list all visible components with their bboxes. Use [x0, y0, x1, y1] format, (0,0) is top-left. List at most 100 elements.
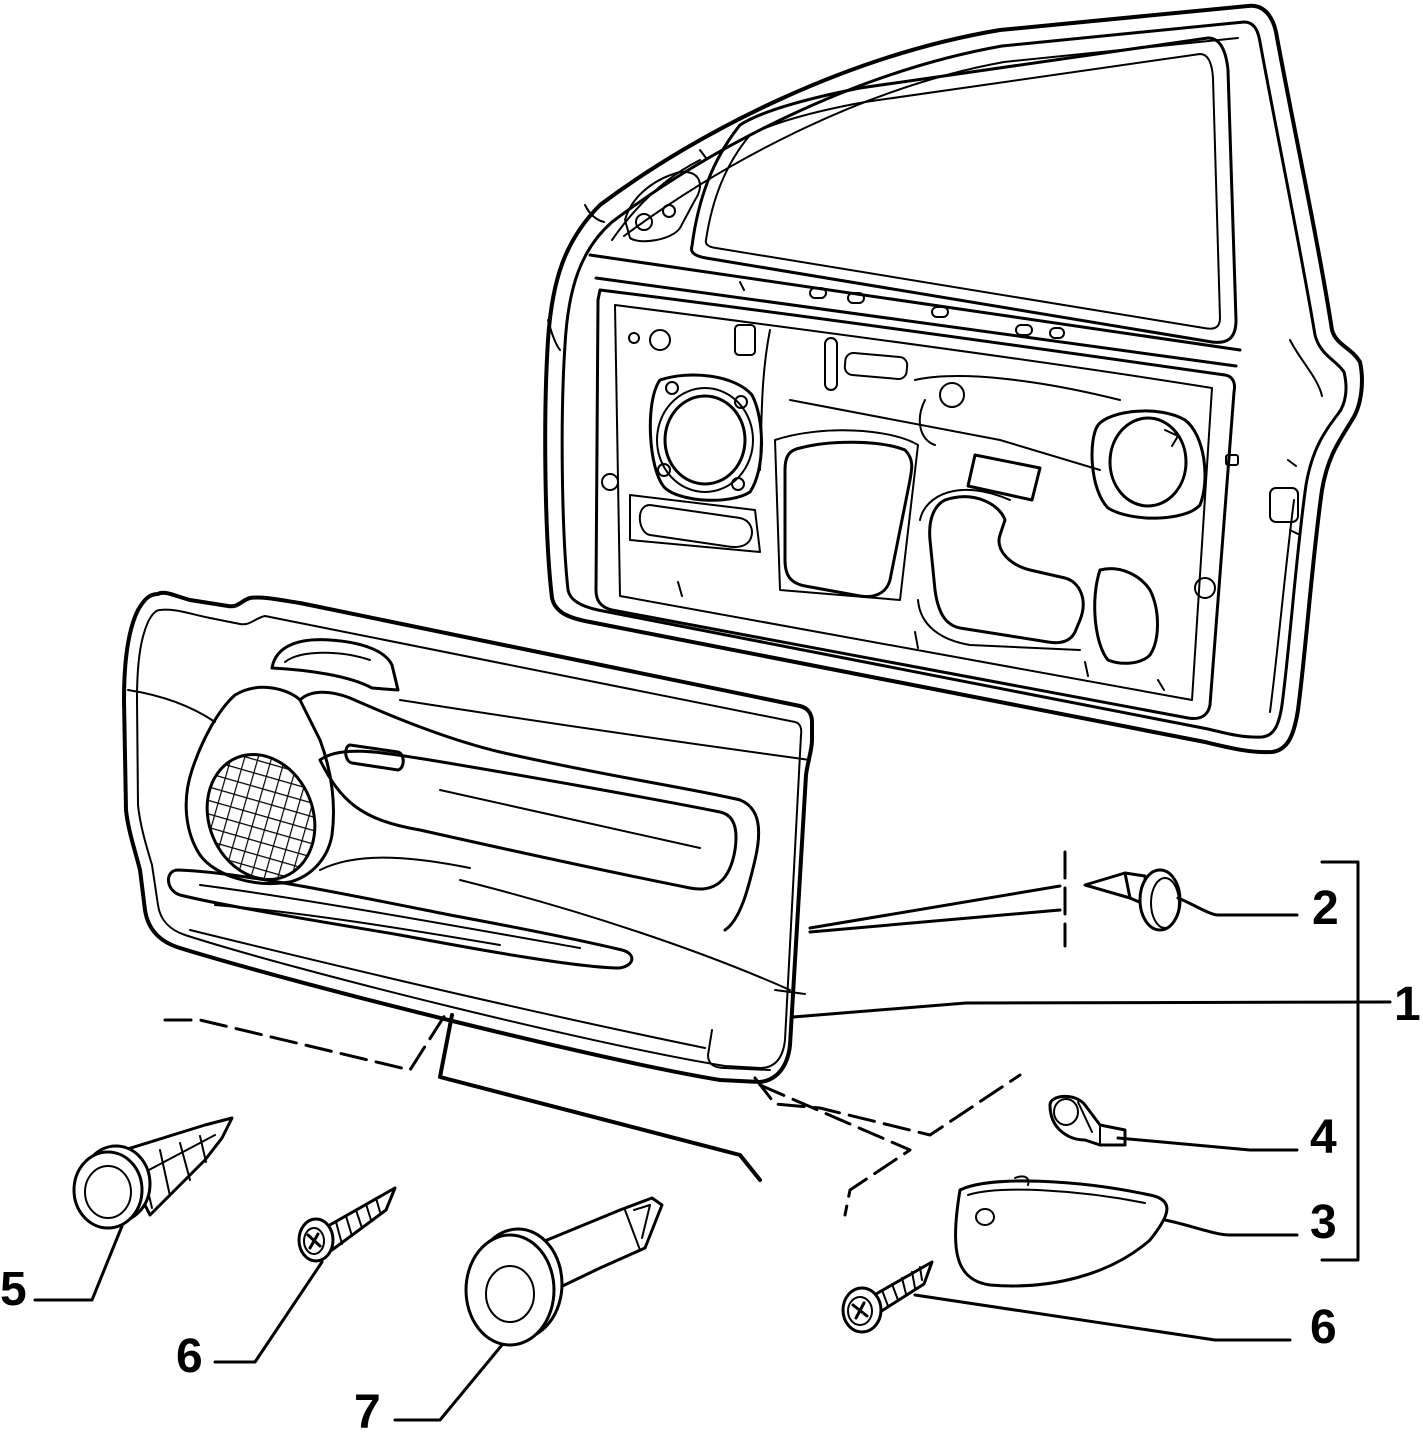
panel-hole [1194, 577, 1216, 599]
right-speaker-tab [1164, 429, 1179, 447]
leader-line-7 [393, 1343, 504, 1422]
lower-left-slot [638, 504, 753, 549]
leader-line-5 [33, 1224, 124, 1302]
callout-labels: 2 1 4 3 6 5 6 7 [0, 882, 1421, 1432]
push-pin-7-tip-loop [624, 1204, 651, 1251]
callout-label-7: 7 [354, 1386, 381, 1432]
handle-bezel-hole [975, 1208, 995, 1226]
panel-detail [547, 281, 1299, 691]
clip-2-head-face [1150, 877, 1180, 929]
panel-hole [601, 473, 619, 491]
panel-hole [649, 329, 671, 351]
fir-clip-5-body [116, 1116, 234, 1217]
lower-right-opening [1093, 567, 1159, 665]
door-release-lever [344, 743, 405, 772]
guide-line-clip-2 [808, 884, 1062, 934]
screw-6-right-head-face [847, 1296, 873, 1326]
inner-handle-slot [966, 453, 1042, 502]
leader-line-2 [1176, 896, 1299, 917]
screw-6-left-shank [326, 1186, 397, 1252]
kit-bracket [1320, 860, 1360, 1262]
upper-handle-recess-inner [284, 651, 371, 663]
phillips-cross-icon [306, 1232, 322, 1250]
part-6-screw-left [297, 1186, 397, 1263]
handle-bezel-rim [967, 1175, 1146, 1204]
screw-6-left-thread [335, 1197, 381, 1245]
retainer-4-detail [1077, 1101, 1101, 1146]
callout-label-3: 3 [1310, 1196, 1337, 1249]
lower-center-opening [928, 495, 1085, 645]
clip-2-cone [1083, 871, 1132, 900]
map-pocket-inner [199, 884, 581, 949]
part-6-screw-right [841, 1260, 934, 1334]
panel-slot [847, 292, 865, 304]
window-opening-inner [704, 53, 1221, 330]
callout-label-1: 1 [1394, 978, 1421, 1031]
corner-hole [635, 213, 653, 231]
push-pin-7-shaft [533, 1196, 664, 1294]
speaker-bolt-hole [657, 463, 671, 477]
panel-slot [809, 287, 827, 299]
part-7-push-pin [464, 1196, 664, 1347]
left-speaker-hole-rim [656, 387, 754, 493]
trim-panel-outline [122, 590, 814, 1084]
center-access-opening [783, 440, 914, 599]
door-shell-inner-flange [560, 20, 1348, 739]
lower-left-slot-rim [629, 494, 761, 553]
right-speaker-hole [1108, 416, 1188, 508]
screw-6-right-shank [874, 1260, 934, 1314]
callout-label-6-left: 6 [176, 1330, 203, 1383]
leader-line-1 [791, 1000, 1392, 1019]
guide-line-clip-5 [163, 1013, 447, 1072]
leader-lines [33, 860, 1392, 1422]
leader-line-3 [1163, 1218, 1299, 1237]
center-access-opening-rim [774, 429, 919, 601]
screw-6-right-thread [881, 1266, 923, 1307]
leader-line-4 [1116, 1136, 1299, 1152]
handle-bezel-outline [954, 1179, 1169, 1288]
belt-line [588, 253, 1242, 368]
grab-handle-detail [319, 789, 701, 871]
window-regulator-rails [759, 329, 1121, 471]
upper-handle-recess [270, 638, 400, 692]
callout-label-2: 2 [1312, 882, 1339, 935]
panel-slot [843, 352, 909, 380]
inner-panel-offset [614, 304, 1213, 701]
grab-handle-recess [318, 749, 738, 891]
left-speaker-hole [663, 394, 747, 486]
door-shell-outer-outline [543, 3, 1364, 755]
panel-slot [734, 324, 756, 356]
part-4-retainer [1048, 1094, 1127, 1147]
door-shell [543, 3, 1364, 755]
fir-clip-5-head-face [84, 1165, 132, 1219]
window-opening [690, 36, 1238, 344]
guide-line-screw-6 [758, 1083, 912, 1217]
right-speaker-mount [1090, 409, 1207, 520]
panel-slot [931, 306, 949, 318]
map-pocket [167, 868, 634, 970]
lower-panel-lines [189, 879, 806, 1049]
speaker-grille [205, 753, 317, 881]
retainer-4-face [1053, 1098, 1079, 1126]
panel-hole [1225, 454, 1239, 466]
part-3-handle-bezel [954, 1175, 1169, 1288]
speaker-bolt-hole [734, 395, 748, 409]
right-speaker-flange [1090, 409, 1207, 520]
speaker-recess [184, 685, 335, 886]
callout-label-5: 5 [0, 1263, 27, 1316]
left-speaker-flange [648, 373, 763, 502]
lower-center-opening-rim [917, 488, 1081, 651]
inner-panel-outline [594, 288, 1236, 720]
guide-line-pin-7 [438, 1013, 762, 1182]
part-5-fir-tree-clip [72, 1116, 234, 1230]
screw-6-left-head-face [303, 1227, 325, 1255]
speaker-bolt-hole [665, 381, 679, 395]
part-2-push-clip [1083, 868, 1182, 932]
trim-panel-inner-edge [136, 608, 803, 1069]
lower-corner-pad [707, 1029, 771, 1071]
speaker-bolt-hole [731, 477, 745, 491]
door-trim-panel [122, 590, 814, 1084]
push-pin-7-head-face [485, 1265, 535, 1323]
leader-line-6-left [213, 1260, 324, 1364]
mirror-corner-panel [611, 159, 701, 243]
